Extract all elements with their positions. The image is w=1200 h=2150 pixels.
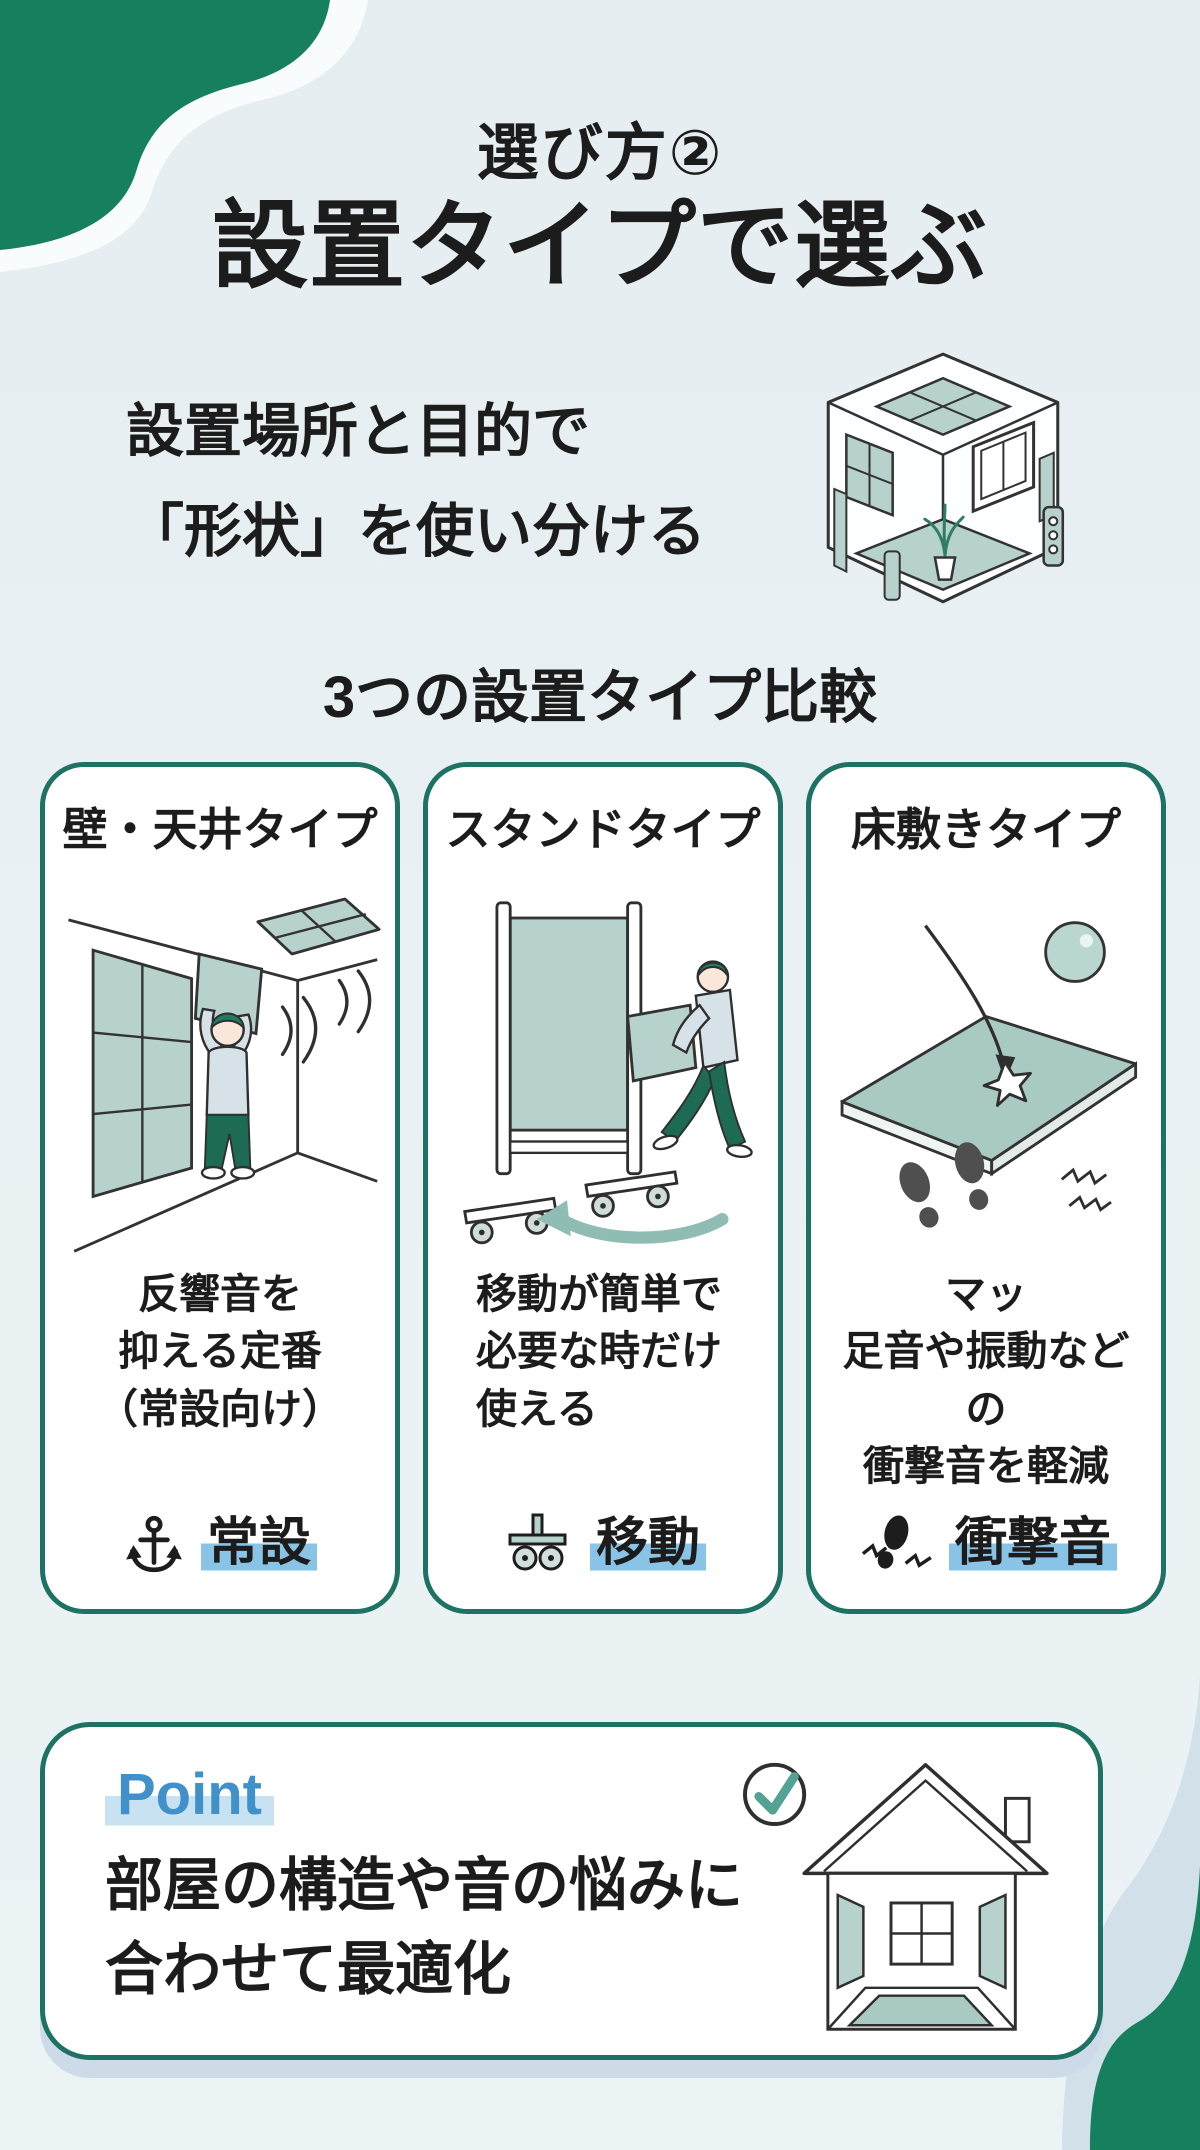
- card-title: 床敷きタイプ: [850, 804, 1121, 855]
- card-title: スタンドタイプ: [445, 804, 761, 855]
- caster-cart-icon: [508, 1513, 567, 1571]
- card-tag: 移動: [500, 1500, 706, 1575]
- house-check-illustration: [742, 1762, 1049, 2031]
- page-title: 設置タイプで選ぶ: [212, 193, 988, 300]
- page-kicker: 選び方②: [476, 119, 724, 188]
- comparison-cards: 壁・天井タイプ 反響音を 抑える定番 （常設向け）: [40, 762, 1166, 1614]
- card-stand-type: スタンドタイプ 移動が簡単で 必要な時だけ: [423, 762, 783, 1614]
- card-tag: 衝撃音: [855, 1500, 1117, 1575]
- subtitle-line-1: 設置場所と目的で: [126, 399, 591, 464]
- tag-label: 移動: [589, 1500, 706, 1575]
- room-isometric-illustration: [826, 352, 1065, 604]
- card-floor-mat-type: 床敷きタイプ マッ 足音や振動などの 衝撃音を軽減: [806, 762, 1166, 1614]
- stand-panel-move-illustration: [463, 901, 753, 1245]
- card-description: 反響音を 抑える定番 （常設向け）: [97, 1271, 343, 1432]
- footprint-icon: [861, 1515, 932, 1569]
- corner-blob-top-left: [0, 0, 368, 272]
- card-description: マッ 足音や振動などの 衝撃音を軽減: [842, 1271, 1130, 1490]
- card-tag: 常設: [123, 1500, 317, 1575]
- point-label: Point: [105, 1761, 274, 1828]
- floor-mat-ball-illustration: [840, 921, 1138, 1228]
- card-wall-ceiling-type: 壁・天井タイプ 反響音を 抑える定番 （常設向け）: [40, 762, 400, 1614]
- tag-label: 衝撃音: [948, 1500, 1117, 1575]
- page-subtitle: 設置場所と目的で 「形状」を使い分ける: [126, 382, 706, 582]
- anchor-icon: [126, 1515, 182, 1573]
- point-description: 部屋の構造や音の悩みに 合わせて最適化: [105, 1853, 744, 2003]
- comparison-section-title: 3つの設置タイプ比較: [322, 665, 878, 730]
- card-description: 移動が簡単で 必要な時だけ 使える: [476, 1271, 722, 1432]
- subtitle-line-2: 「形状」を使い分ける: [126, 498, 707, 564]
- wall-ceiling-install-illustration: [68, 897, 381, 1253]
- card-title: 壁・天井タイプ: [62, 804, 378, 855]
- point-card: Point 部屋の構造や音の悩みに 合わせて最適化: [40, 1722, 1103, 2060]
- tag-label: 常設: [200, 1500, 317, 1575]
